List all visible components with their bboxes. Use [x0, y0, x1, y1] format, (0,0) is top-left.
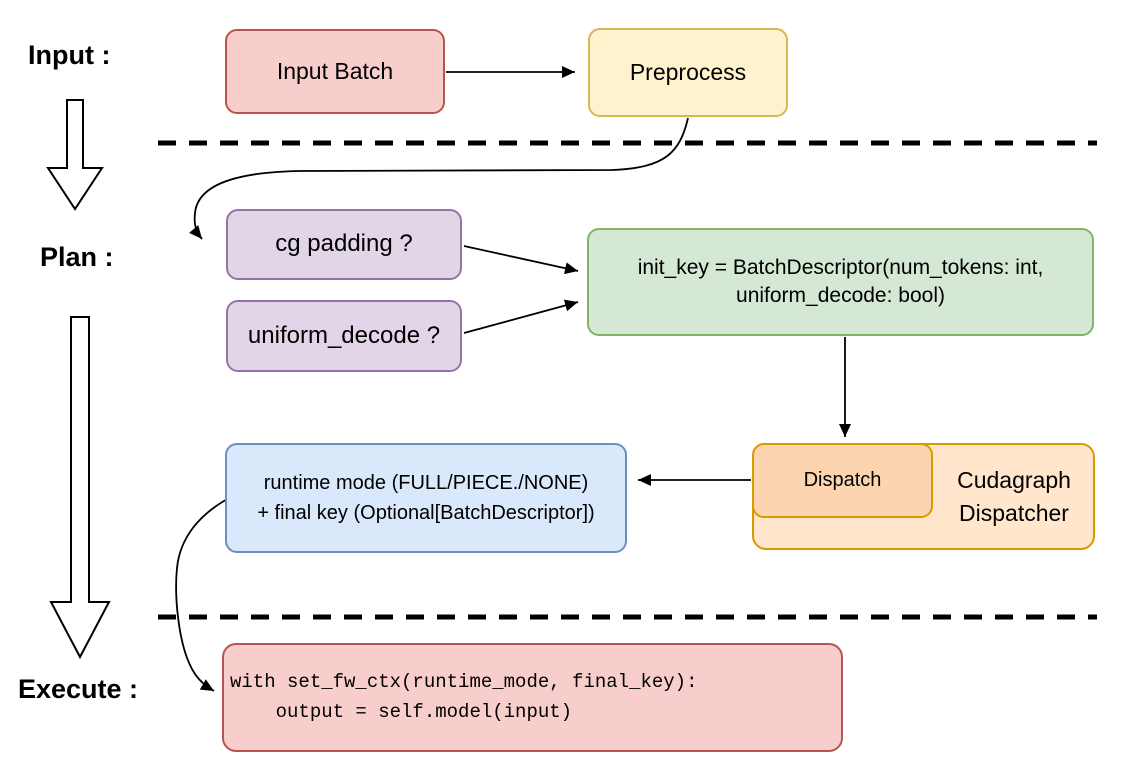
cudagraph-dispatcher-line2: Dispatcher: [959, 499, 1069, 526]
node-init-key: init_key = BatchDescriptor(num_tokens: i…: [587, 228, 1094, 336]
node-preprocess: Preprocess: [588, 28, 788, 117]
execute-code-line1: with set_fw_ctx(runtime_mode, final_key)…: [230, 671, 698, 694]
connector-cg-padding-to-init-key: [463, 245, 579, 275]
node-execute-code: with set_fw_ctx(runtime_mode, final_key)…: [222, 643, 843, 752]
node-runtime-mode-line1: runtime mode (FULL/PIECE./NONE): [263, 472, 589, 494]
flow-arrow-plan-to-execute-icon: [49, 316, 111, 660]
node-input-batch: Input Batch: [225, 29, 445, 114]
node-runtime-mode-line2: + final key (Optional[BatchDescriptor]): [257, 502, 595, 524]
cudagraph-dispatcher-line1: Cudagraph: [957, 467, 1071, 494]
connector-uniform-decode-to-init-key: [463, 299, 579, 334]
node-uniform-decode-label: uniform_decode ?: [247, 321, 441, 349]
node-preprocess-label: Preprocess: [629, 58, 747, 85]
node-runtime-mode: runtime mode (FULL/PIECE./NONE) + final …: [225, 443, 627, 553]
section-label-plan: Plan :: [40, 242, 114, 272]
node-input-batch-label: Input Batch: [276, 57, 394, 84]
cudagraph-dispatcher-label: Cudagraph Dispatcher: [933, 443, 1095, 550]
execute-code-line2: output = self.model(input): [230, 700, 573, 723]
flow-arrow-input-to-plan-icon: [46, 99, 104, 211]
node-cg-padding-label: cg padding ?: [275, 230, 413, 258]
section-label-input: Input :: [28, 40, 111, 70]
node-init-key-line2: uniform_decode: bool): [736, 284, 945, 307]
node-dispatch-label: Dispatch: [803, 469, 882, 491]
section-label-execute: Execute :: [18, 674, 139, 704]
node-dispatch: Dispatch: [752, 443, 933, 518]
node-cg-padding: cg padding ?: [226, 209, 462, 280]
node-uniform-decode: uniform_decode ?: [226, 300, 462, 372]
node-init-key-line1: init_key = BatchDescriptor(num_tokens: i…: [637, 255, 1044, 279]
